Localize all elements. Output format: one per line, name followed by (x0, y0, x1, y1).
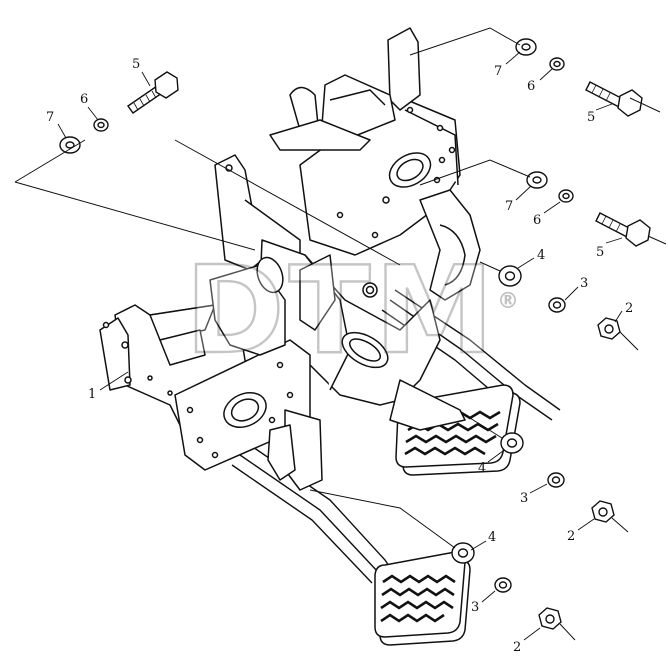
callout-7-top-left: 7 (46, 110, 54, 125)
assembly-axis-lines (14, 27, 667, 641)
washer-6-top-right (549, 57, 565, 71)
washer-7-top-right (515, 38, 537, 56)
callout-6-mid-right: 6 (533, 213, 541, 228)
washer-4-middle (500, 432, 524, 454)
washer-3-lower (494, 577, 512, 593)
washer-7-mid-right (526, 171, 548, 189)
callout-4-middle: 4 (478, 461, 486, 476)
callout-6-top-left: 6 (80, 92, 88, 107)
watermark-text: DTM (185, 242, 498, 381)
nut-2-middle (591, 500, 615, 523)
callout-3-lower: 3 (471, 600, 479, 615)
callout-1: 1 (88, 387, 96, 402)
washer-7-top-left (59, 136, 81, 154)
watermark: DTM ® (184, 241, 519, 382)
callout-6-top-right: 6 (527, 79, 535, 94)
callout-4-lower: 4 (488, 530, 496, 545)
callout-3-middle: 3 (520, 491, 528, 506)
callout-2-lower: 2 (513, 640, 521, 655)
callout-7-mid-right: 7 (505, 199, 513, 214)
pedal-bracket-assembly (99, 27, 481, 491)
washer-3-middle (547, 472, 565, 488)
nut-2-lower (538, 607, 562, 630)
callout-4-right: 4 (537, 248, 545, 263)
callout-3-right: 3 (580, 276, 588, 291)
bolt-5-top-left (127, 71, 179, 114)
callout-2-right: 2 (625, 301, 633, 316)
pedal-pad-lower (374, 551, 471, 646)
bolt-5-top-right (585, 81, 643, 117)
callout-5-mid-right: 5 (596, 245, 604, 260)
callout-leaders (57, 51, 623, 641)
washer-4-right (498, 265, 522, 287)
callout-5-top-right: 5 (587, 110, 595, 125)
callout-2-middle: 2 (567, 529, 575, 544)
callout-labels: 1 7 6 5 7 6 5 7 6 5 4 3 2 4 3 2 4 3 2 (46, 57, 633, 655)
washer-6-top-left (93, 118, 109, 132)
washer-4-lower (451, 542, 475, 564)
nut-2-right (597, 317, 621, 340)
washer-3-right (548, 297, 566, 313)
watermark-registered-mark: ® (497, 289, 519, 314)
washer-6-mid-right (558, 189, 574, 203)
bolt-5-mid-right (595, 212, 651, 247)
callout-7-top-right: 7 (494, 64, 502, 79)
callout-5-top-left: 5 (132, 57, 140, 72)
